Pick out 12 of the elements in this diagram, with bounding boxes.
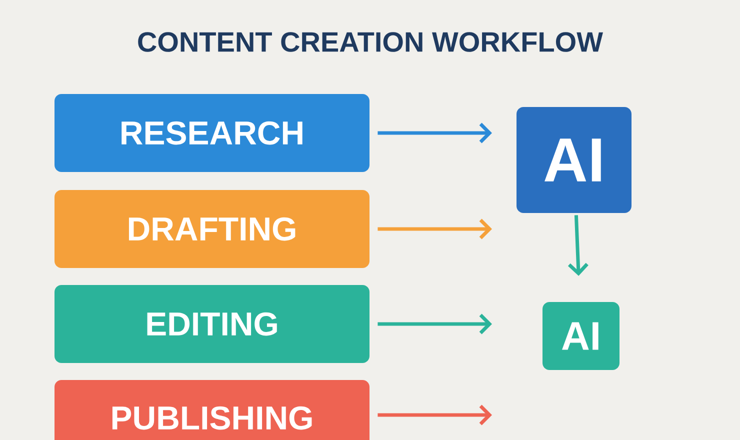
stage-box: PUBLISHING (54, 380, 370, 440)
arrow (378, 218, 492, 240)
title: CONTENT CREATION WORKFLOW (138, 32, 603, 52)
ai-box: AI (542, 302, 620, 370)
arrow (378, 404, 492, 426)
stage-box: DRAFTING (54, 190, 370, 268)
arrow (378, 314, 492, 334)
ai-box: AI (516, 107, 632, 213)
arrow (568, 215, 588, 276)
arrow (378, 122, 492, 144)
stage-box: RESEARCH (54, 94, 370, 172)
stage-box: EDITING (54, 285, 370, 363)
